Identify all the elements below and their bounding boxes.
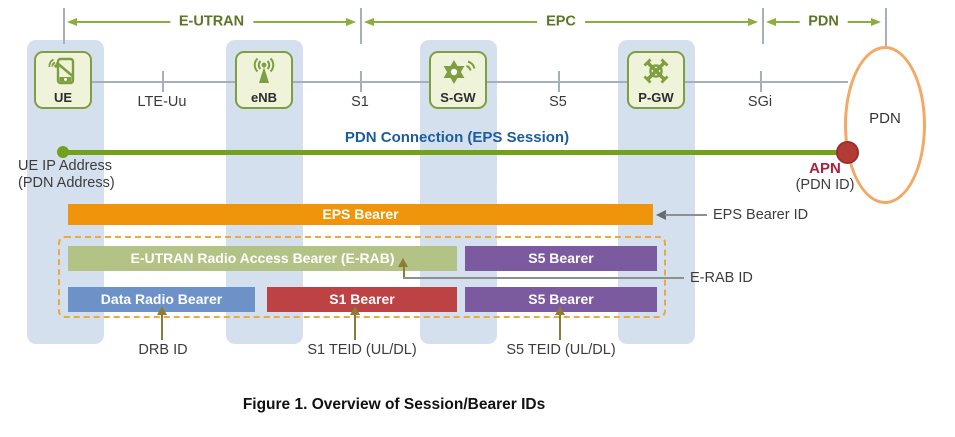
arrowhead-right-icon [871, 17, 881, 26]
apn-label: APN [809, 160, 841, 177]
s5-bearer-upper-bar: S5 Bearer [465, 246, 657, 271]
epc-segment-arrow: EPC [364, 14, 758, 30]
arrowhead-left-icon [67, 17, 77, 26]
pdn-connection-line [63, 150, 847, 155]
eps-bearer-bar: EPS Bearer [68, 204, 653, 225]
pdn-cloud-label: PDN [869, 110, 901, 127]
ue-ip-endpoint-dot [57, 146, 69, 158]
segment-label-pdn: PDN [799, 14, 848, 30]
figure-caption: Figure 1. Overview of Session/Bearer IDs [242, 396, 546, 413]
node-label-ue: UE [53, 90, 73, 105]
ue-ip-address-line1: UE IP Address [18, 158, 113, 174]
interface-tick [162, 71, 164, 92]
enb-antenna-icon [253, 57, 275, 83]
ue-phone-icon [48, 57, 75, 85]
interface-label-s1: S1 [351, 94, 369, 110]
s5-teid-arrow-stem [559, 314, 561, 340]
node-sgw: S-GW [429, 51, 487, 109]
segment-boundary-tick [762, 8, 764, 44]
apn-endpoint-dot [836, 141, 859, 164]
node-label-sgw: S-GW [440, 90, 476, 105]
erab-id-arrowhead-icon [398, 258, 408, 267]
segment-label-eutran: E-UTRAN [169, 14, 254, 30]
node-enb: eNB [235, 51, 293, 109]
s1-bearer-bar: S1 Bearer [267, 287, 457, 312]
pdn-id-label: (PDN ID) [795, 177, 855, 193]
ue-ip-address-label: UE IP Address (PDN Address) [18, 158, 115, 192]
drb-id-arrow-stem [161, 314, 163, 340]
eps-bearer-id-arrowhead-icon [656, 210, 666, 220]
segment-boundary-tick [63, 8, 65, 44]
arrowhead-left-icon [364, 17, 374, 26]
drb-id-arrowhead-icon [156, 306, 167, 315]
s1-teid-arrow-stem [354, 314, 356, 340]
arrowhead-right-icon [346, 17, 356, 26]
ue-ip-address-line2: (PDN Address) [18, 175, 115, 191]
s1-teid-label: S1 TEID (UL/DL) [307, 342, 417, 358]
interface-tick [558, 71, 560, 92]
interface-label-sgi: SGi [747, 94, 773, 110]
s1-teid-arrowhead-icon [349, 306, 360, 315]
erab-bearer-bar: E-UTRAN Radio Access Bearer (E-RAB) [68, 246, 457, 271]
s5-teid-arrowhead-icon [554, 306, 565, 315]
node-label-enb: eNB [250, 90, 277, 105]
eps-bearer-id-label: EPS Bearer ID [713, 207, 809, 223]
interface-label-lte-uu: LTE-Uu [137, 94, 187, 110]
segment-boundary-tick [885, 8, 887, 46]
pgw-router-icon [643, 58, 669, 84]
node-pgw: P-GW [627, 51, 685, 109]
eps-bearer-id-line [665, 214, 707, 216]
node-ue: UE [34, 51, 92, 109]
drb-id-label: DRB ID [138, 342, 188, 358]
s5-teid-label: S5 TEID (UL/DL) [506, 342, 616, 358]
erab-id-line [403, 277, 684, 279]
segment-label-epc: EPC [537, 14, 585, 30]
sgw-gear-icon [443, 60, 476, 84]
erab-id-label: E-RAB ID [690, 270, 753, 286]
interface-tick [760, 71, 762, 92]
erab-id-arrow-stem [403, 266, 405, 278]
interface-tick [360, 71, 362, 92]
arrowhead-right-icon [748, 17, 758, 26]
pdn-cloud [844, 46, 926, 204]
segment-boundary-tick [360, 8, 362, 44]
eutran-segment-arrow: E-UTRAN [67, 14, 356, 30]
pdn-segment-arrow: PDN [766, 14, 881, 30]
pdn-connection-title: PDN Connection (EPS Session) [344, 129, 570, 146]
node-label-pgw: P-GW [638, 90, 674, 105]
interface-label-s5: S5 [549, 94, 567, 110]
arrowhead-left-icon [766, 17, 776, 26]
